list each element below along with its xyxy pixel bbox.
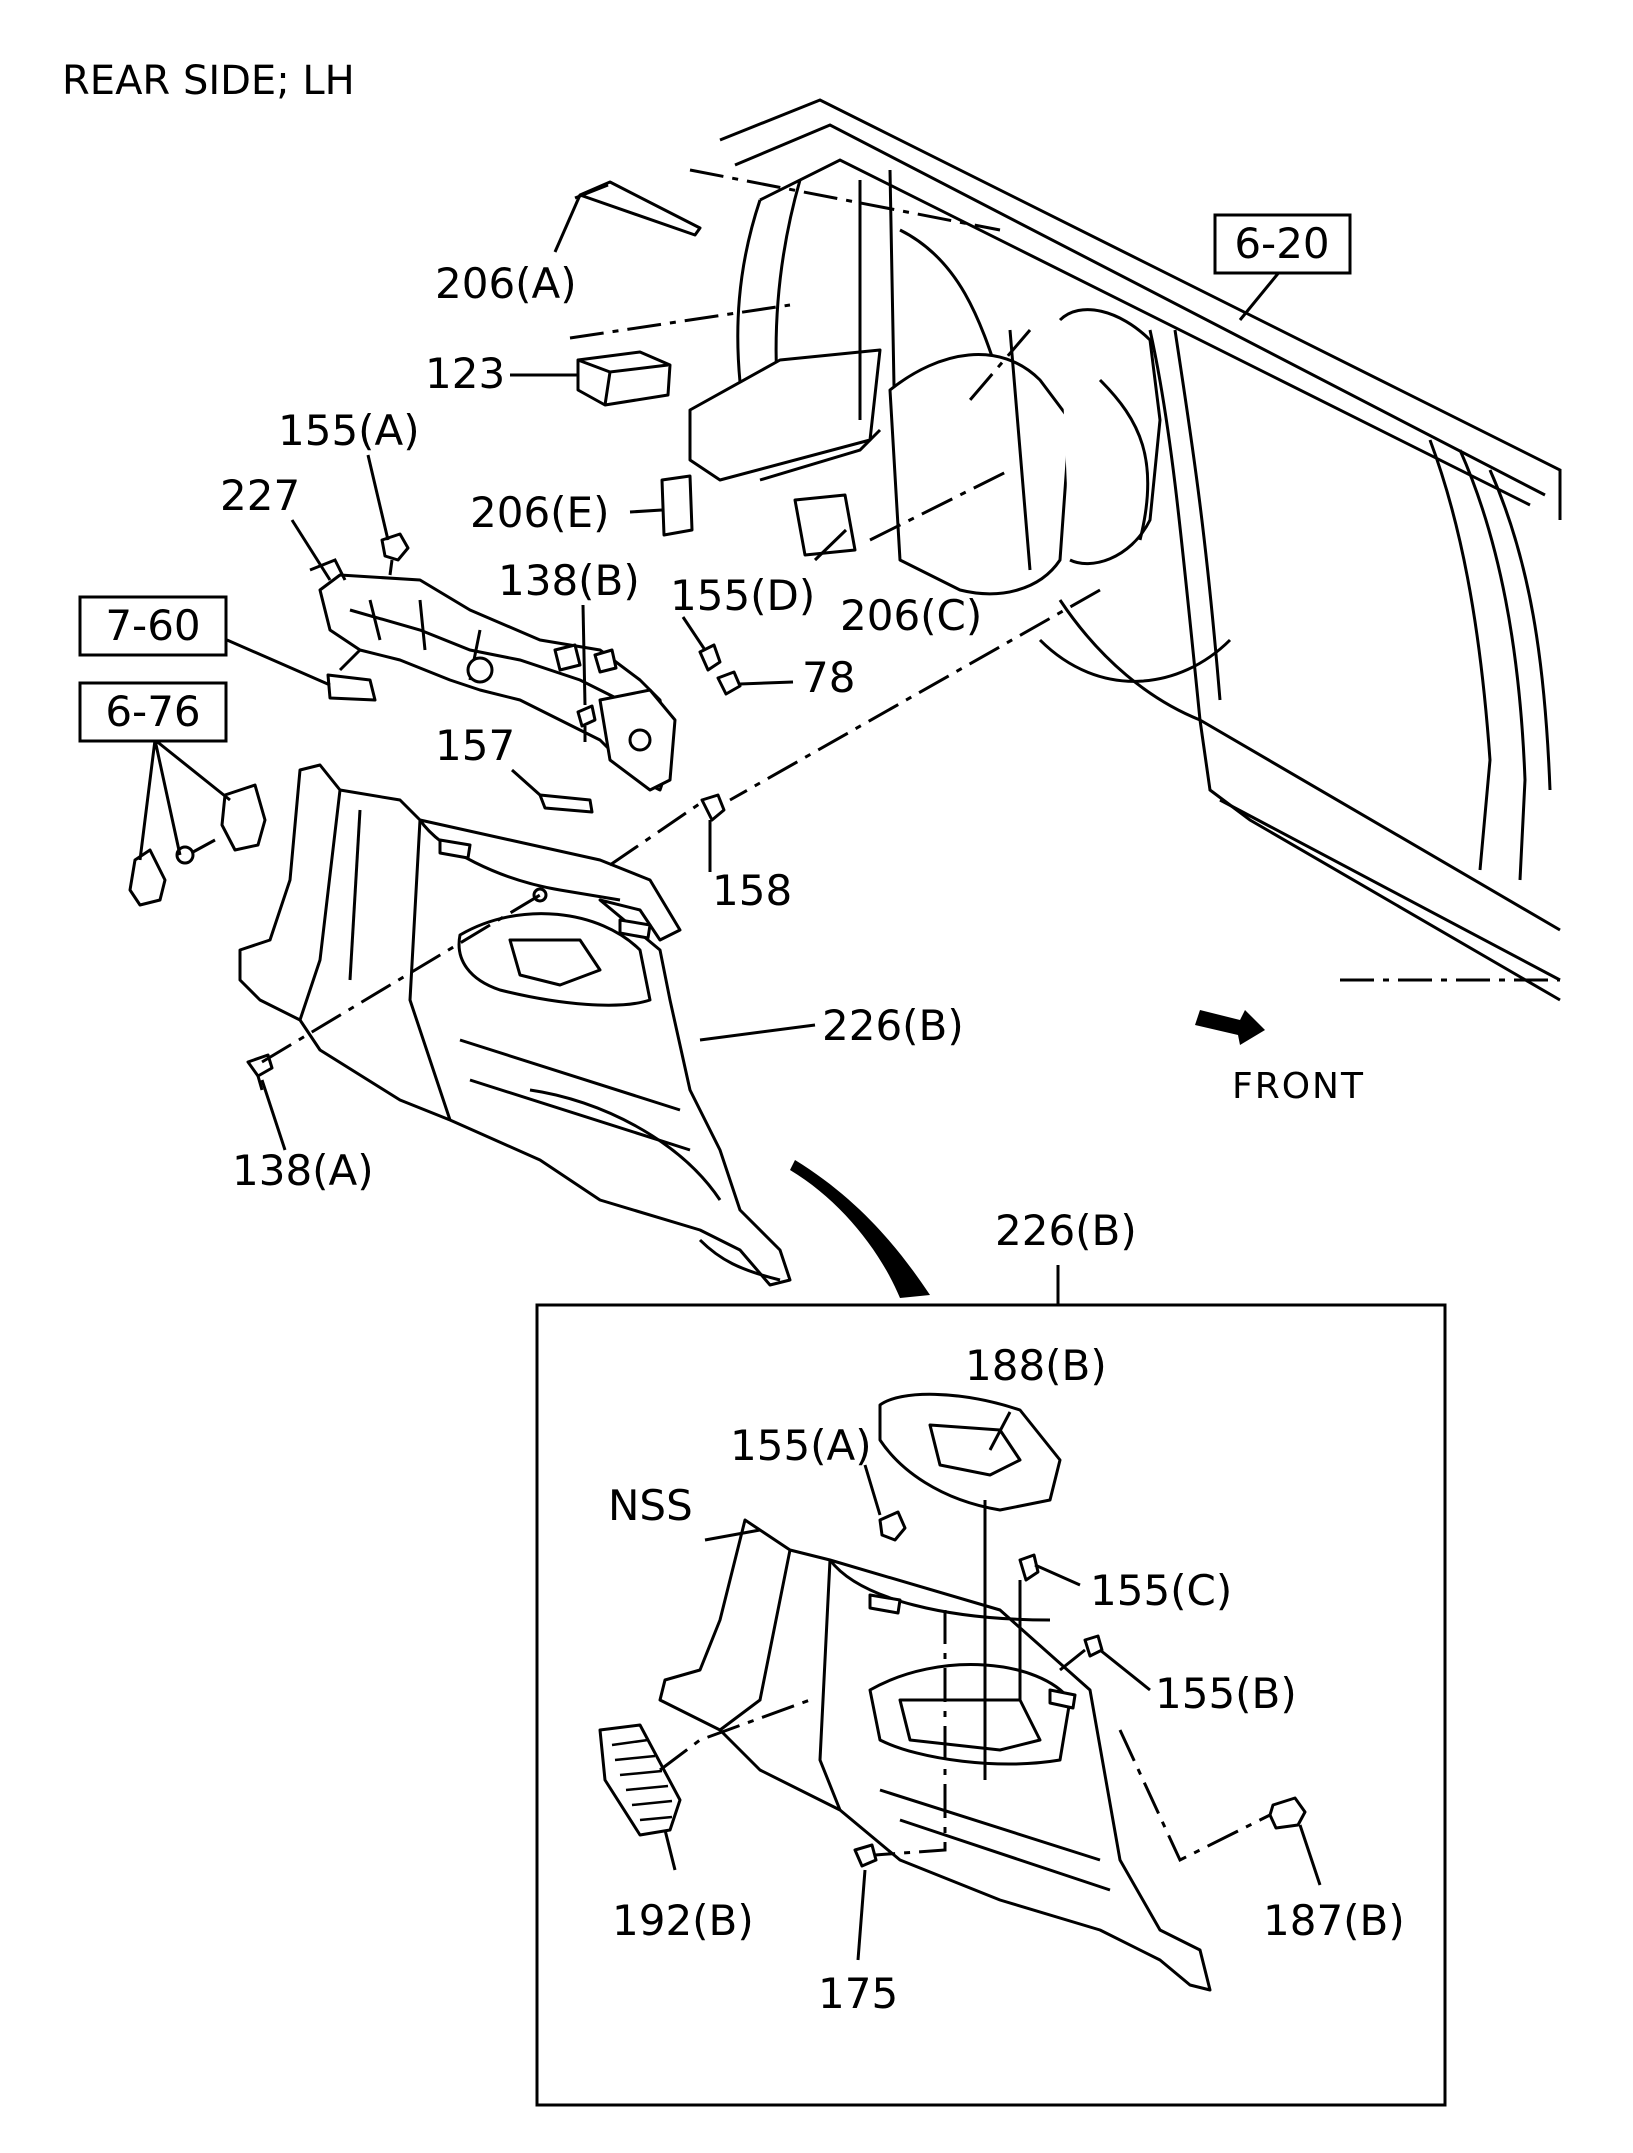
leader-lines (138, 194, 1322, 1961)
detail-pointer (790, 1160, 930, 1298)
detail-callout-155C: 155(C) (1090, 1566, 1232, 1615)
detail-callout-155A: 155(A) (730, 1421, 872, 1470)
callout-138A: 138(A) (232, 1146, 374, 1195)
front-label: FRONT (1232, 1066, 1365, 1107)
ref-label-7-60: 7-60 (105, 601, 200, 650)
ref-label-6-76: 6-76 (105, 687, 200, 736)
callout-78: 78 (802, 653, 855, 702)
detail-callout-188B: 188(B) (965, 1341, 1107, 1390)
ref-label-6-20: 6-20 (1234, 219, 1329, 268)
detail-parts (598, 1392, 1307, 1992)
body-shell (688, 98, 1562, 1002)
ref-box-6-76 (78, 681, 228, 743)
callout-155A: 155(A) (278, 406, 420, 455)
fasteners (128, 532, 742, 1091)
detail-labels: 226(B) 188(B) 155(A) NSS 155(C) 155(B) 1… (608, 1206, 1405, 2018)
trim-panel-226B (238, 763, 792, 1287)
callout-206A: 206(A) (435, 259, 577, 308)
detail-callout-187B: 187(B) (1263, 1896, 1405, 1945)
detail-callout-192B: 192(B) (612, 1896, 754, 1945)
part-123 (569, 303, 791, 407)
reference-boxes: 6-20 7-60 6-76 (78, 213, 1352, 743)
detail-header-226B: 226(B) (995, 1206, 1137, 1255)
callout-206E: 206(E) (470, 488, 609, 537)
ref-box-6-20 (1213, 213, 1352, 275)
callout-226B: 226(B) (822, 1001, 964, 1050)
part-206E (660, 474, 694, 537)
detail-callout-155B: 155(B) (1155, 1669, 1297, 1718)
callout-206C: 206(C) (840, 591, 982, 640)
bracket-assembly (309, 558, 677, 792)
callout-227: 227 (220, 471, 300, 520)
callout-123: 123 (425, 349, 505, 398)
callout-158: 158 (712, 866, 792, 915)
ref-box-7-60 (78, 595, 228, 657)
diagram-title: REAR SIDE; LH (62, 58, 355, 104)
detail-callout-175: 175 (818, 1969, 898, 2018)
callout-155D: 155(D) (670, 571, 815, 620)
callout-157: 157 (435, 721, 515, 770)
detail-box (535, 1303, 1447, 2107)
part-206A (574, 180, 702, 237)
callout-138B: 138(B) (498, 556, 640, 605)
callout-labels: 206(A) 123 155(A) 227 206(E) 138(B) 155(… (220, 259, 1365, 1195)
detail-callout-nss: NSS (608, 1481, 693, 1530)
front-arrow-icon (1195, 1010, 1265, 1045)
part-206C (793, 493, 857, 557)
